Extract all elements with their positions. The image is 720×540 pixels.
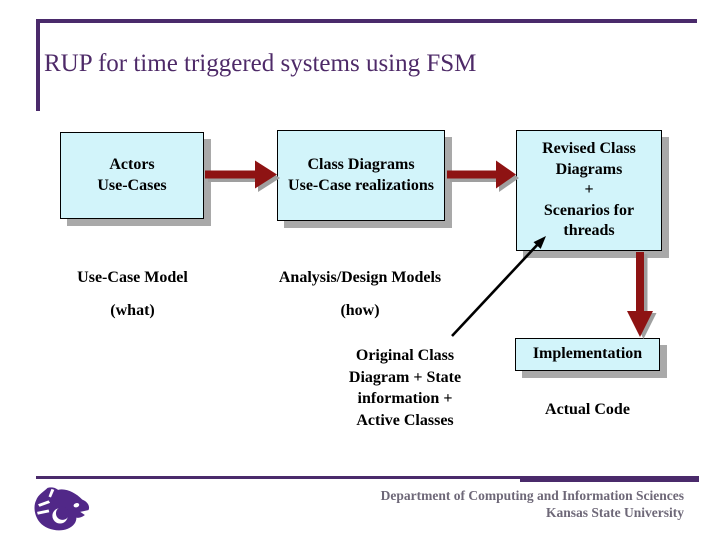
footer-accent-line (36, 476, 699, 479)
box-line: Actors (109, 156, 155, 174)
footer-university: Kansas State University (546, 504, 684, 520)
box-line: + (584, 181, 594, 199)
box-line: Diagrams (555, 160, 623, 178)
footer-department: Department of Computing and Information … (380, 488, 684, 503)
arrow-shadow (450, 164, 519, 192)
box-line: Class Diagrams (307, 156, 415, 174)
arrow-actors-to-class-diagrams (205, 160, 277, 189)
label-line: Diagram + State (348, 368, 462, 386)
label-how: (how) (340, 302, 380, 319)
box-line: Scenarios for (543, 201, 635, 219)
footer-credit: Department of Computing and Information … (381, 488, 684, 521)
box-actors-use-cases: Actors Use-Cases (60, 132, 204, 219)
box-line: Implementation (532, 345, 643, 363)
box-class-diagrams: Class Diagrams Use-Case realizations (277, 130, 445, 221)
label-original-class-diagram: Original Class Diagram + State informati… (335, 345, 475, 431)
label-line: information + (357, 390, 453, 407)
label-actual-code: Actual Code (545, 401, 630, 418)
arrow-class-diagrams-to-revised (447, 160, 516, 189)
label-analysis-design-models: Analysis/Design Models (278, 269, 442, 286)
ksu-powercat-logo (34, 487, 90, 531)
arrow-revised-to-implementation (627, 252, 653, 337)
footer-accent-line-thick (520, 477, 699, 482)
arrow-shadow (630, 254, 657, 339)
arrow-shadow (208, 164, 280, 192)
top-accent-line (36, 19, 697, 23)
label-use-case-model: Use-Case Model (77, 269, 188, 286)
left-accent-line (36, 19, 40, 111)
label-line: Original Class (355, 347, 455, 364)
label-line: Active Classes (356, 411, 454, 429)
box-line: Revised Class (542, 140, 636, 158)
arrow-original-to-revised-shaft (451, 242, 540, 337)
box-revised-class-diagrams: Revised Class Diagrams + Scenarios for t… (516, 130, 662, 251)
slide-title: RUP for time triggered systems using FSM (44, 50, 477, 77)
box-line: Use-Case realizations (288, 176, 434, 194)
box-line: threads (563, 222, 615, 240)
box-implementation: Implementation (515, 338, 660, 371)
box-line: Use-Cases (97, 176, 167, 194)
label-what: (what) (110, 302, 155, 319)
